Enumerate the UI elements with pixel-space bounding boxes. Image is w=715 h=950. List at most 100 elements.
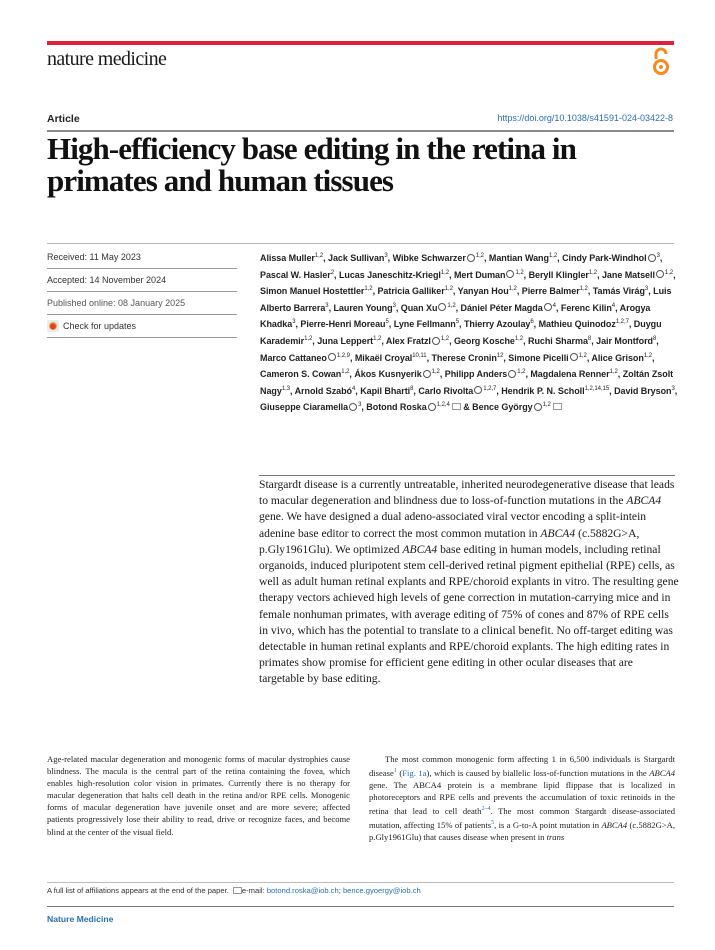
footnote-divider: [47, 882, 674, 883]
doi-link[interactable]: https://doi.org/10.1038/s41591-024-03422…: [497, 113, 673, 123]
author-name: Ferenc Kilin4: [560, 302, 616, 313]
author-name: Cameron S. Cowan1,2: [260, 369, 350, 380]
author-name: Lauren Young3: [333, 302, 396, 313]
orcid-icon[interactable]: [655, 270, 664, 279]
mail-icon[interactable]: [451, 403, 461, 411]
orcid-icon[interactable]: [422, 369, 431, 378]
orcid-icon[interactable]: [349, 402, 358, 411]
author-name: Magdalena Renner1,2: [530, 369, 618, 380]
author-name: Hendrik P. N. Scholl1,2,14,15: [501, 385, 610, 396]
author-name: Beryll Klingler1,2: [528, 269, 598, 280]
author-name: Arogya Khadka3: [260, 302, 651, 330]
author-name: Therese Cronin12: [431, 352, 504, 363]
orcid-icon[interactable]: [466, 253, 475, 262]
orcid-icon[interactable]: [506, 270, 515, 279]
author-name: Zoltán Zsolt Nagy1,3: [260, 369, 674, 396]
affiliation-footnote: A full list of affiliations appears at t…: [47, 886, 421, 895]
author-name: Pascal W. Hasler2: [260, 269, 335, 280]
reference-link[interactable]: 1: [393, 768, 397, 775]
accepted-date: Accepted: 14 November 2024: [47, 269, 237, 292]
mail-icon: [232, 886, 242, 894]
reference-link[interactable]: 2–4: [481, 806, 491, 813]
author-name: Pierre-Henri Moreau5: [300, 319, 389, 330]
gene-name: ABCA4: [626, 494, 662, 508]
gene-name: ABCA4: [540, 526, 576, 540]
author-name: Yanyan Hou1,2: [457, 286, 517, 297]
author-name: Mantian Wang1,2: [488, 253, 558, 263]
footer-journal-link[interactable]: Nature Medicine: [47, 914, 114, 924]
author-name: Simon Manuel Hostettler1,2: [260, 286, 373, 297]
mail-icon[interactable]: [552, 403, 562, 411]
check-updates-icon: [47, 320, 59, 332]
author-name: Georg Kosche1,2: [453, 335, 524, 346]
orcid-icon[interactable]: [508, 369, 517, 378]
orcid-icon[interactable]: [647, 253, 656, 262]
author-name: Pierre Balmer1,2: [521, 286, 588, 297]
abstract: Stargardt disease is a currently untreat…: [259, 478, 679, 686]
author-name: Kapil Bharti8: [360, 385, 414, 396]
author-name: Thierry Azoulay6: [463, 319, 534, 330]
author-name: Luis Alberto Barrera3: [260, 286, 672, 313]
received-date: Received: 11 May 2023: [47, 246, 237, 269]
author-name: Alice Grison1,2: [591, 352, 653, 363]
orcid-icon[interactable]: [427, 402, 436, 411]
orcid-icon[interactable]: [438, 303, 447, 312]
author-name: Arnold Szabó4: [294, 385, 356, 396]
orcid-icon[interactable]: [431, 336, 440, 345]
author-name: Ruchi Sharma8: [528, 335, 592, 346]
author-name: Jair Montford8: [596, 335, 657, 346]
author-name: Patricia Galliker1,2: [377, 286, 453, 297]
open-access-icon: [653, 47, 669, 75]
orcid-icon[interactable]: [569, 353, 578, 362]
author-name: Tamás Virág3: [592, 286, 649, 297]
body-column-1: Age-related macular degeneration and mon…: [47, 754, 350, 837]
orcid-icon[interactable]: [474, 386, 483, 395]
orcid-icon[interactable]: [533, 402, 542, 411]
author-name: David Bryson3: [614, 385, 675, 396]
check-for-updates-button[interactable]: Check for updates: [47, 315, 237, 338]
journal-name: nature medicine: [47, 48, 167, 70]
figure-link[interactable]: Fig. 1a: [402, 767, 427, 778]
author-name: Duygu Karademir1,2: [260, 319, 662, 346]
author-name: Jack Sullivan3: [327, 253, 388, 263]
published-date: Published online: 08 January 2025: [47, 292, 237, 315]
email-link-roska[interactable]: botond.roska@iob.ch: [266, 886, 339, 895]
author-name: Juna Leppert1,2: [317, 335, 382, 346]
footer-divider: [47, 906, 674, 907]
gene-name: ABCA4: [402, 542, 438, 556]
author-name: Lyne Fellmann5: [393, 319, 460, 330]
abstract-divider: [259, 475, 675, 476]
meta-divider: [47, 243, 674, 244]
journal-accent-bar: [47, 41, 674, 45]
publication-dates: Received: 11 May 2023 Accepted: 14 Novem…: [47, 246, 237, 338]
author-list: Alissa Muller1,2, Jack Sullivan3, Wibke …: [260, 253, 678, 413]
author-name: Lucas Janeschitz-Kriegl1,2: [338, 269, 450, 280]
author-name: Mathieu Quinodoz1,2,7: [538, 319, 629, 330]
reference-link[interactable]: 5: [491, 820, 495, 827]
title-divider: [47, 130, 674, 132]
orcid-icon[interactable]: [327, 353, 336, 362]
email-link-gyorgy[interactable]: bence.gyoergy@iob.ch: [342, 886, 421, 895]
check-updates-label: Check for updates: [63, 321, 137, 331]
orcid-icon[interactable]: [543, 303, 552, 312]
body-column-2: The most common monogenic form affecting…: [369, 754, 676, 843]
author-name: Mikaël Croyal10,11: [354, 352, 427, 363]
author-name: Alissa Muller1,2: [260, 253, 324, 263]
article-title: High-efficiency base editing in the reti…: [47, 131, 577, 198]
article-type: Article: [47, 113, 80, 125]
